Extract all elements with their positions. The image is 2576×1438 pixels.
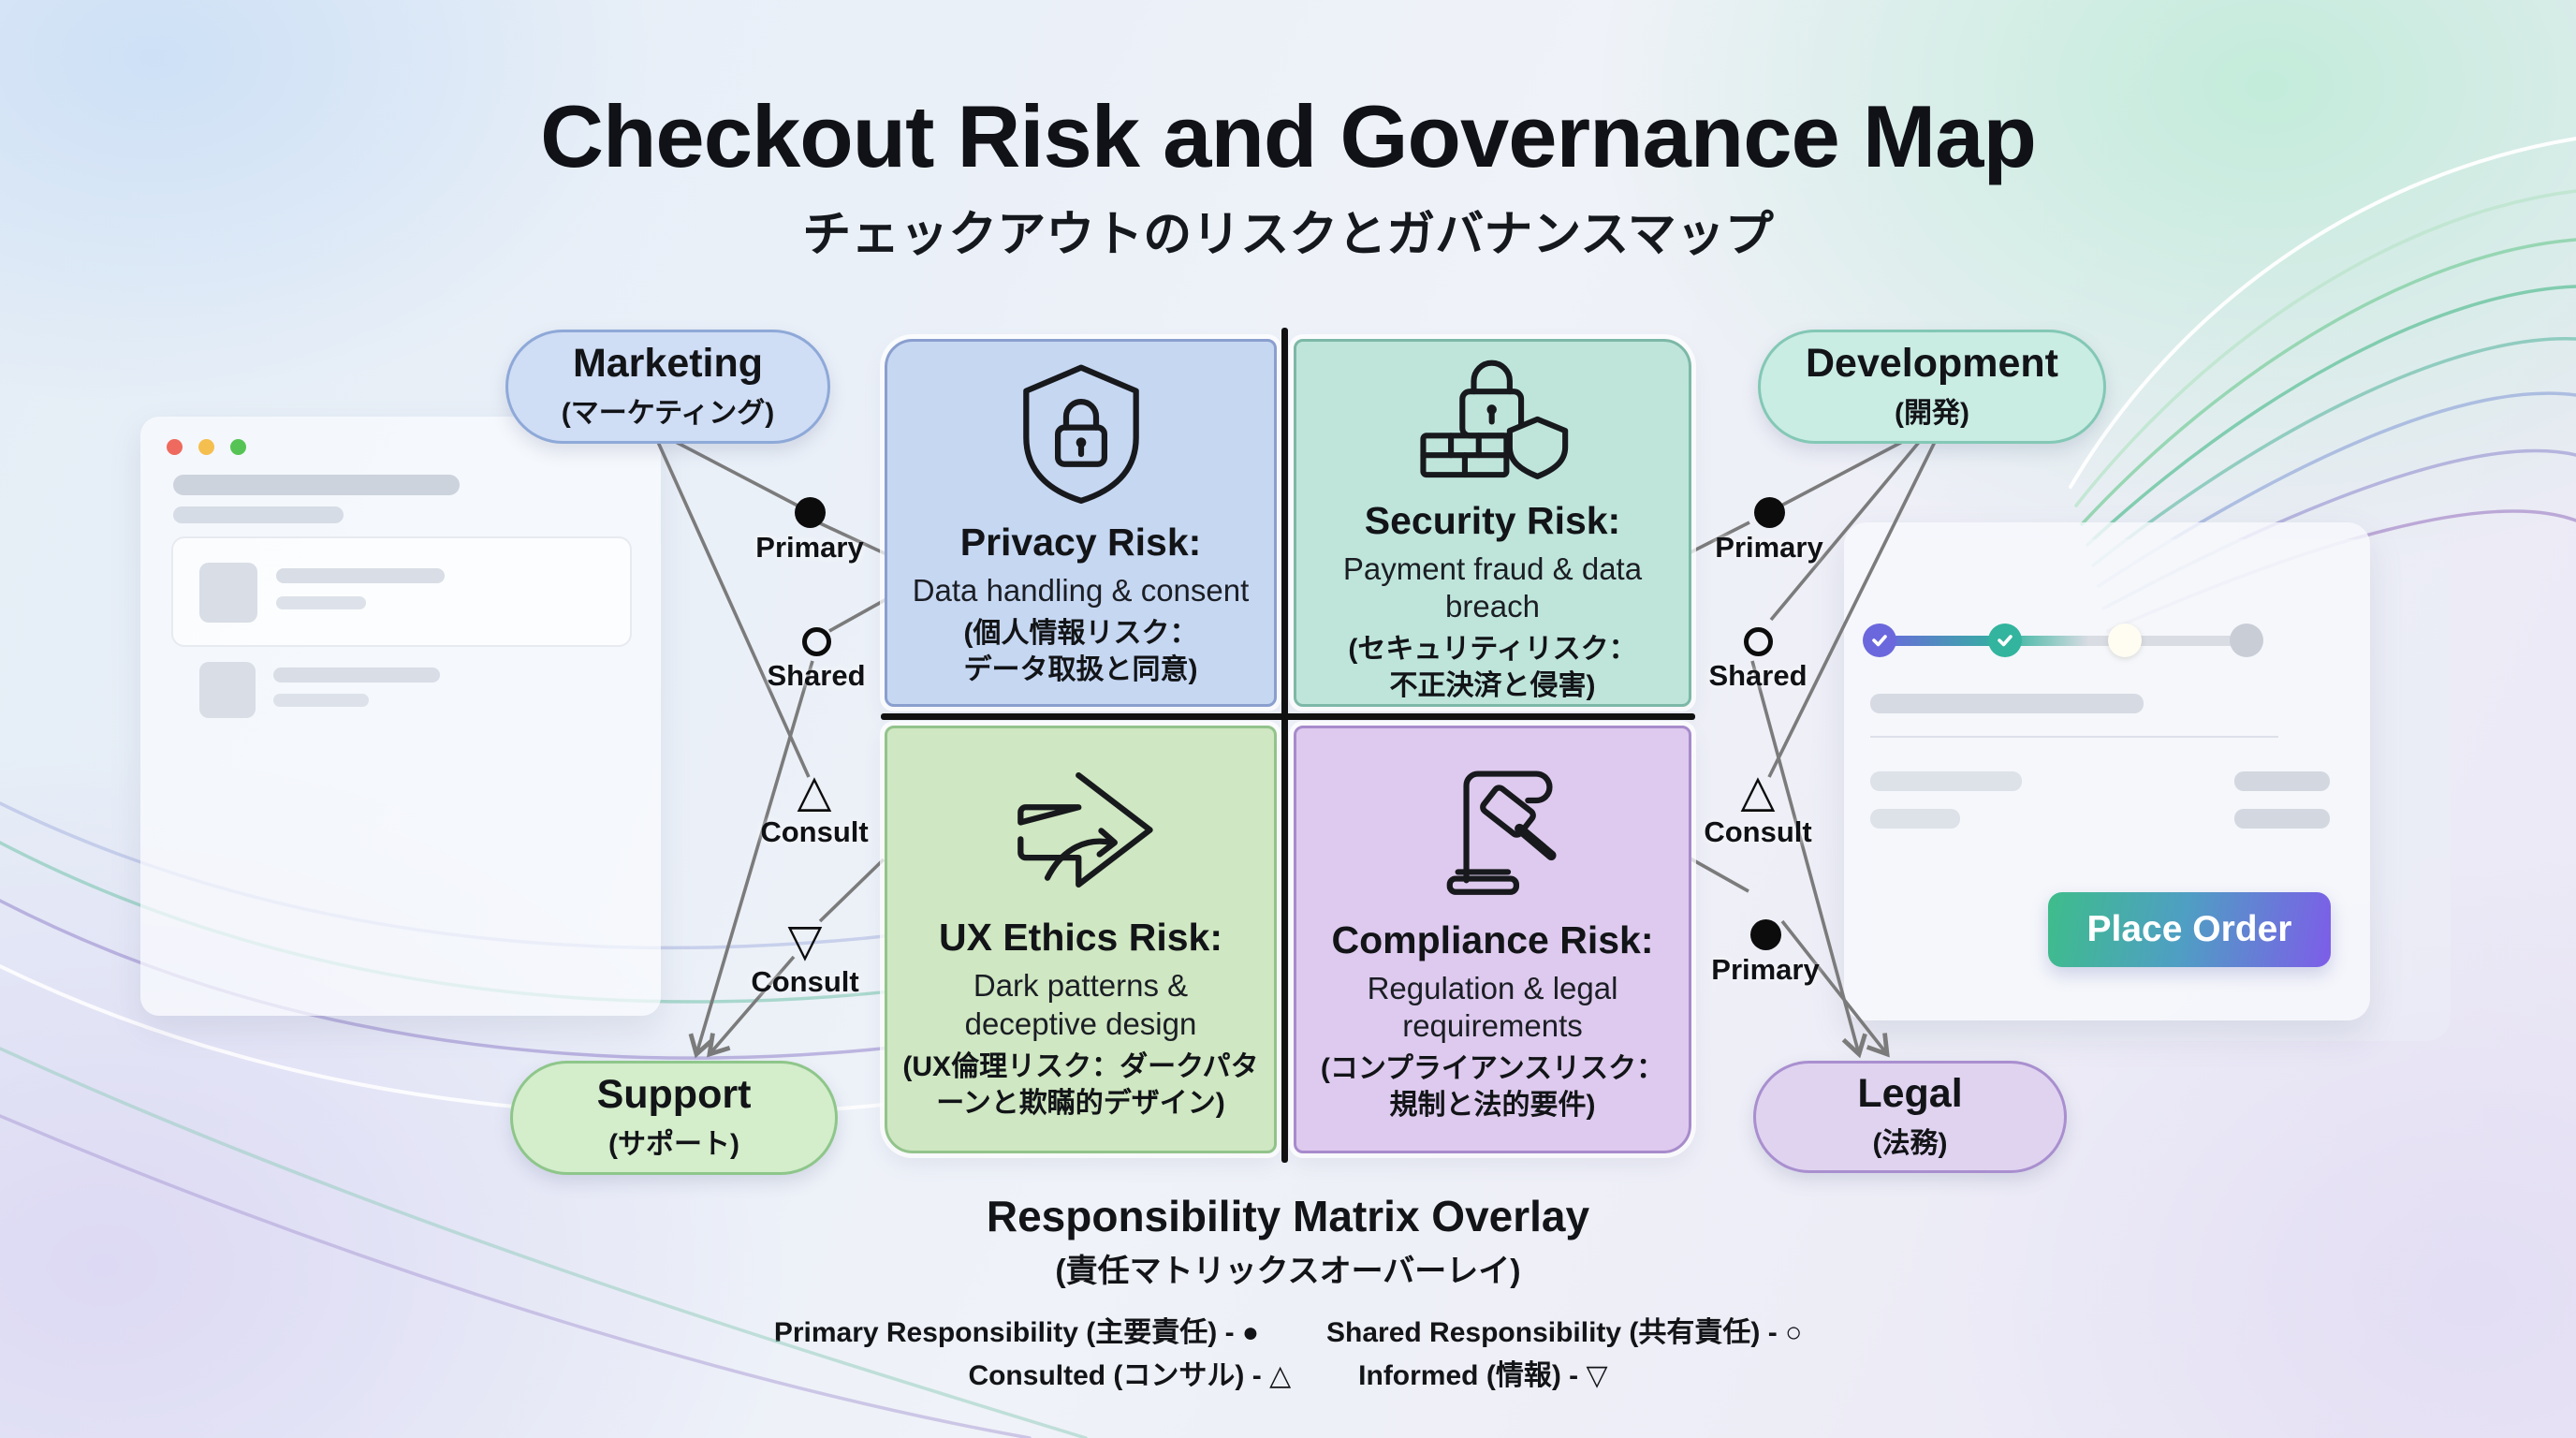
legend-item-informed: Informed (情報) - ▽	[1358, 1360, 1608, 1391]
skeleton-bar	[173, 506, 344, 523]
marker-primary: Primary	[1690, 497, 1849, 565]
department-label: Support	[596, 1072, 752, 1118]
legend-row: Primary Responsibility (主要責任) - ● Shared…	[0, 1309, 2576, 1350]
risk-matrix-grid: Privacy Risk: Data handling & consent (個…	[881, 328, 1695, 1163]
maximize-window-dot[interactable]	[230, 439, 246, 455]
check-icon	[1872, 635, 1887, 647]
redirect-arrow-icon	[1017, 772, 1153, 888]
skeleton-bar	[1870, 809, 1960, 829]
quadrant-description: Dark patterns & deceptive design	[964, 968, 1197, 1041]
legend-item-primary: Primary Responsibility (主要責任) - ●	[773, 1317, 1260, 1348]
minimize-window-dot[interactable]	[198, 439, 214, 455]
grid-divider-vertical	[1281, 328, 1288, 1163]
browser-mockup-card	[140, 417, 661, 1016]
skeleton-bar	[1870, 694, 2144, 713]
quadrant-security-risk: Security Risk: Payment fraud & data brea…	[1294, 339, 1691, 707]
marker-primary: Primary	[1686, 919, 1845, 987]
quadrant-title: Compliance Risk:	[1331, 917, 1654, 961]
shield-lock-icon	[1022, 364, 1139, 504]
quadrant-description: Payment fraud & data breach	[1342, 550, 1643, 624]
filled-circle-icon	[1749, 919, 1781, 950]
skeleton-bar	[1870, 771, 2022, 791]
department-label-japanese: (サポート)	[608, 1128, 739, 1160]
quadrant-japanese: (セキュリティリスク：不正決済と侵害)	[1348, 634, 1637, 701]
quadrant-japanese: (UX倫理リスク：ダークパターンと欺瞞的デザイン)	[902, 1050, 1259, 1119]
skeleton-bar	[2234, 809, 2330, 829]
department-node-legal: Legal (法務)	[1753, 1061, 2067, 1173]
quadrant-description: Data handling & consent	[912, 572, 1250, 608]
marker-shared: Shared	[1678, 627, 1837, 693]
legend-title-japanese: (責任マトリックスオーバーレイ)	[1055, 1254, 1521, 1289]
marker-consulted: △ Consult	[760, 765, 869, 848]
divider	[1870, 736, 2278, 738]
skeleton-thumbnail	[199, 662, 256, 718]
checkout-mockup-card: Place Order	[1844, 522, 2370, 1020]
marker-informed: ▽ Consult	[751, 915, 859, 998]
filled-circle-icon	[1753, 497, 1785, 528]
page-title-japanese: チェックアウトのリスクとガバナンスマップ	[802, 208, 1774, 262]
skeleton-bar	[276, 568, 445, 583]
triangle-up-icon: △	[797, 765, 832, 817]
marker-shared: Shared	[737, 627, 896, 693]
checkout-step-4-upcoming[interactable]	[2230, 624, 2263, 657]
legend-item-consulted: Consulted (コンサル) - △	[968, 1360, 1292, 1391]
skeleton-bar	[173, 475, 460, 495]
gavel-document-icon	[1446, 770, 1557, 895]
marker-primary: Primary	[730, 497, 889, 565]
quadrant-privacy-risk: Privacy Risk: Data handling & consent (個…	[885, 339, 1277, 707]
window-controls	[167, 439, 246, 455]
quadrant-ux-ethics-risk: UX Ethics Risk: Dark patterns & deceptiv…	[885, 726, 1277, 1153]
lock-wall-shield-icon	[1419, 360, 1568, 479]
close-window-dot[interactable]	[167, 439, 183, 455]
open-circle-icon	[801, 627, 831, 656]
check-icon	[1998, 635, 2012, 647]
skeleton-bar	[273, 668, 440, 682]
triangle-down-icon: ▽	[787, 915, 823, 967]
grid-divider-horizontal	[881, 713, 1695, 720]
place-order-button[interactable]: Place Order	[2048, 892, 2331, 967]
stepper-connector-complete	[1880, 636, 2005, 646]
filled-circle-icon	[794, 497, 826, 528]
legend-row: Consulted (コンサル) - △ Informed (情報) - ▽	[0, 1352, 2576, 1393]
skeleton-bar	[273, 694, 369, 707]
triangle-up-icon: △	[1740, 765, 1776, 817]
quadrant-compliance-risk: Compliance Risk: Regulation & legal requ…	[1294, 726, 1691, 1153]
quadrant-japanese: (個人情報リスク：データ取扱と同意)	[963, 618, 1198, 686]
checkout-step-3-current[interactable]	[2108, 624, 2142, 657]
department-label: Legal	[1857, 1071, 1963, 1117]
skeleton-bar	[276, 596, 366, 609]
department-node-marketing: Marketing (マーケティング)	[505, 330, 830, 444]
quadrant-title: Security Risk:	[1364, 498, 1621, 542]
checkout-step-1-complete[interactable]	[1863, 624, 1896, 657]
marker-consulted: △ Consult	[1704, 765, 1812, 848]
department-label-japanese: (開発)	[1895, 397, 1969, 429]
quadrant-title: UX Ethics Risk:	[938, 916, 1223, 960]
quadrant-title: Privacy Risk:	[959, 520, 1202, 564]
open-circle-icon	[1743, 627, 1773, 656]
quadrant-japanese: (コンプライアンスリスク：規制と法的要件)	[1320, 1053, 1665, 1122]
department-label: Development	[1805, 341, 2058, 387]
department-node-development: Development (開発)	[1758, 330, 2106, 444]
department-label-japanese: (マーケティング)	[561, 397, 775, 429]
stepper-connector-upcoming	[2125, 636, 2247, 646]
skeleton-thumbnail	[199, 563, 257, 623]
legend-title: Responsibility Matrix Overlay	[986, 1192, 1590, 1240]
department-label: Marketing	[572, 341, 764, 387]
department-node-support: Support (サポート)	[510, 1061, 838, 1175]
legend-item-shared: Shared Responsibility (共有責任) - ○	[1326, 1317, 1803, 1348]
skeleton-bar	[2234, 771, 2330, 791]
department-label-japanese: (法務)	[1872, 1127, 1948, 1159]
stepper-connector-fading	[2005, 636, 2125, 646]
page-title: Checkout Risk and Governance Map	[540, 87, 2037, 185]
quadrant-description: Regulation & legal requirements	[1367, 970, 1618, 1043]
checkout-step-2-complete[interactable]	[1988, 624, 2022, 657]
skeleton-list-card	[171, 536, 632, 647]
